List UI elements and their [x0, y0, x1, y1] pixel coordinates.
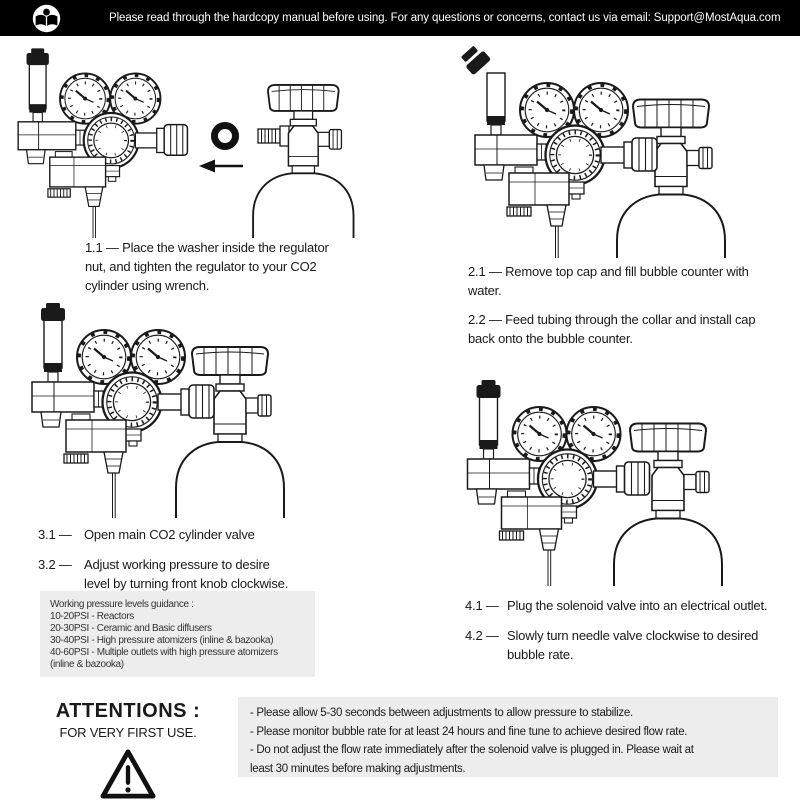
co2-cylinder-illustration	[175, 346, 285, 518]
step-2-2-caption: 2.2 — Feed tubing through the collar and…	[468, 312, 756, 346]
attentions-title: ATTENTIONS :	[55, 700, 201, 722]
top-banner-text: Please read through the hardcopy manual …	[109, 12, 781, 24]
step-4-1-caption: 4.1 — Plug the solenoid valve into an el…	[465, 596, 800, 615]
diagram-step-4	[440, 380, 723, 586]
step-number: 4.1 —	[465, 598, 499, 613]
warning-triangle-icon	[99, 748, 157, 800]
co2-cylinder-illustration	[613, 422, 723, 586]
diagram-step-2	[458, 42, 726, 258]
step-text: Plug the solenoid valve into an electric…	[507, 598, 768, 613]
attention-notes-box: - Please allow 5-30 seconds between adju…	[238, 697, 778, 777]
diagram-step-1	[0, 48, 355, 238]
step-3-1-caption: 3.1 — Open main CO2 cylinder valve	[38, 525, 378, 544]
step-text: Slowly turn needle valve clockwise to de…	[507, 628, 759, 662]
co2-cylinder-illustration	[252, 84, 355, 238]
attentions-subtitle: FOR VERY FIRST USE.	[59, 725, 197, 740]
step-text: Open main CO2 cylinder valve	[84, 527, 255, 542]
step-2-1-caption: 2.1 — Remove top cap and fill bubble cou…	[468, 264, 749, 298]
oring-washer-icon	[211, 122, 239, 150]
step-4-2-caption: 4.2 — Slowly turn needle valve clockwise…	[465, 626, 800, 664]
attentions-block: ATTENTIONS : FOR VERY FIRST USE.	[22, 700, 234, 800]
cylinder-thread-port	[257, 125, 290, 147]
step-number: 3.1 —	[38, 527, 72, 542]
top-banner: Please read through the hardcopy manual …	[0, 0, 800, 36]
step-1-1-caption: 1.1 — Place the washer inside the regula…	[85, 240, 329, 293]
step-number: 3.2 —	[38, 557, 72, 572]
regulator-illustration	[18, 48, 187, 238]
step-text: Adjust working pressure to desire level …	[84, 557, 289, 591]
read-manual-icon	[32, 4, 61, 32]
step-3-2-caption: 3.2 — Adjust working pressure to desire …	[38, 555, 378, 593]
co2-cylinder-illustration	[616, 98, 726, 258]
working-pressure-guidance-box: Working pressure levels guidance : 10-20…	[40, 591, 315, 677]
arrow-left-icon	[199, 159, 243, 173]
bubble-counter-cap-icon	[458, 42, 492, 76]
step-number: 4.2 —	[465, 628, 499, 643]
diagram-step-3	[18, 303, 285, 518]
